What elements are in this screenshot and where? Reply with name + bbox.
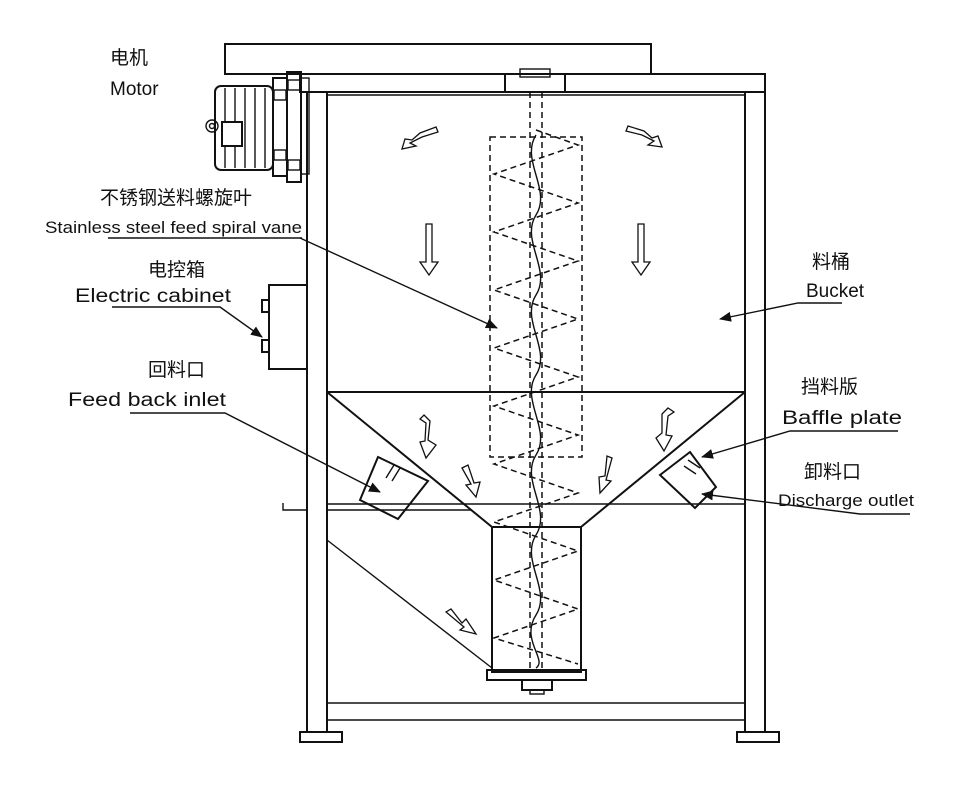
flow-arrow-down-right	[630, 223, 652, 277]
label-discharge-outlet: 卸料口 Discharge outlet	[778, 461, 914, 510]
label-feed-back-inlet: 回料口 Feed back inlet	[68, 359, 227, 411]
svg-text:卸料口: 卸料口	[804, 461, 861, 483]
svg-text:电机: 电机	[110, 47, 148, 69]
feed-back-inlet-box	[358, 455, 430, 521]
svg-text:Bucket: Bucket	[806, 281, 865, 302]
motor	[205, 71, 310, 183]
svg-text:Feed back inlet: Feed back inlet	[68, 390, 227, 411]
flow-arrow-inner-right	[598, 455, 613, 495]
svg-text:不锈钢送料螺旋叶: 不锈钢送料螺旋叶	[100, 187, 252, 209]
svg-text:料桶: 料桶	[812, 251, 850, 273]
label-bucket: 料桶 Bucket	[806, 251, 865, 302]
flow-arrows	[401, 125, 676, 636]
svg-text:挡料版: 挡料版	[801, 376, 858, 398]
label-spiral-vane: 不锈钢送料螺旋叶 Stainless steel feed spiral van…	[45, 187, 302, 237]
flow-arrow-down-left	[418, 223, 440, 277]
electric-cabinet	[261, 284, 308, 370]
spiral-vane	[489, 68, 583, 670]
svg-text:Motor: Motor	[110, 79, 159, 100]
top-cover	[224, 43, 766, 93]
label-baffle-plate: 挡料版 Baffle plate	[782, 376, 902, 429]
discharge-outlet-box	[658, 450, 718, 510]
label-electric-cabinet: 电控箱 Electric cabinet	[75, 259, 232, 307]
leader-lines	[108, 237, 910, 515]
svg-text:Discharge outlet: Discharge outlet	[778, 491, 914, 510]
label-motor: 电机 Motor	[110, 47, 159, 100]
flow-arrow-cone-left	[418, 414, 437, 460]
svg-text:Stainless steel feed spiral va: Stainless steel feed spiral vane	[45, 218, 302, 237]
bucket-body	[326, 391, 746, 695]
svg-text:回料口: 回料口	[148, 359, 205, 381]
svg-text:Electric cabinet: Electric cabinet	[75, 286, 232, 307]
svg-text:Baffle plate: Baffle plate	[782, 408, 902, 429]
flow-arrow-curve-top-left	[401, 126, 439, 150]
flow-arrow-curve-top-right	[625, 125, 663, 148]
support-frame	[282, 91, 780, 743]
flow-arrow-lower-left	[444, 608, 478, 636]
svg-text:电控箱: 电控箱	[148, 259, 205, 281]
flow-arrow-cone-right	[655, 407, 676, 453]
flow-arrow-inner-left	[461, 464, 481, 499]
